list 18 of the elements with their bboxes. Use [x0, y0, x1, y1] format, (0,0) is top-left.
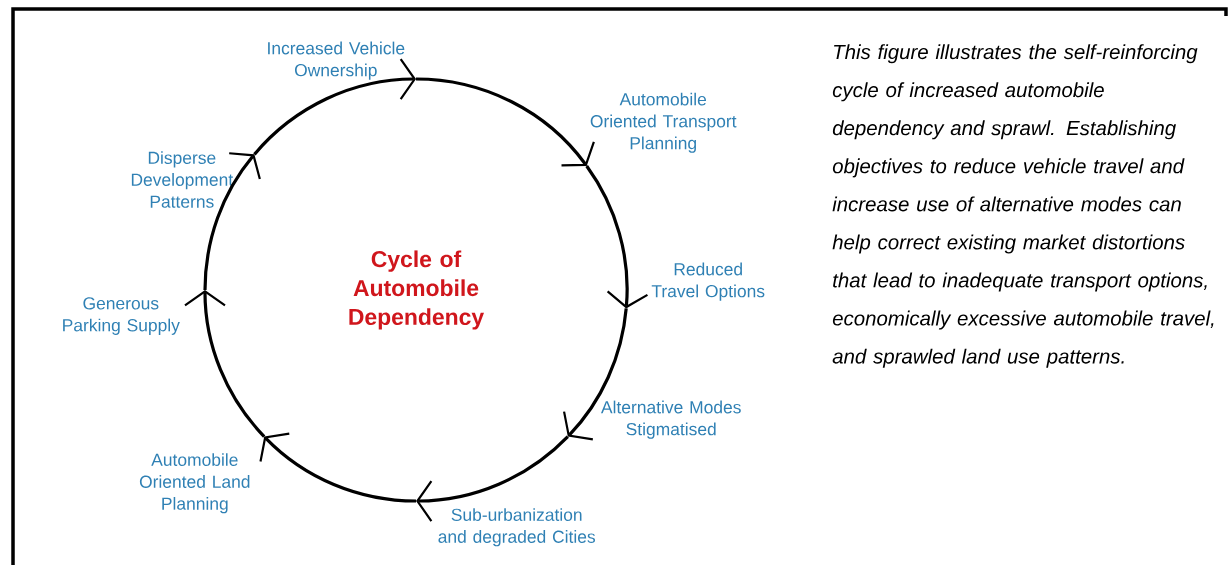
stage-label: Increased Vehicle Ownership: [268, 41, 405, 80]
stage-label: Sub-urbanization and degraded Cities: [438, 508, 596, 547]
arrow: [184, 290, 266, 438]
stage-label: Alternative Modes Stigmatised: [601, 400, 741, 439]
arrow: [416, 435, 569, 522]
stage-label: Reduced Travel Options: [651, 262, 765, 301]
arrow: [203, 152, 261, 291]
stage-label: Automobile Oriented Transport Planning: [590, 92, 737, 153]
stage-label: Disperse Development Patterns: [131, 151, 233, 208]
stage-label: Automobile Oriented Land Planning: [139, 453, 250, 514]
arrow: [415, 77, 595, 167]
arrow: [259, 432, 417, 503]
cycle-title: Cycle of Automobile Dependency: [349, 250, 484, 330]
description-text: This figure illustrates the self-reinforcing cycle of increased automobile dependency and sprawl. Establishing objectives to reduce vehicle travel and increase use of alternative modes can help correct existing market distortions that lead to inadequate transport options, economically excessive automobile travel, and sprawled land use patterns.: [832, 44, 1214, 368]
stage-label: Generous Parking Supply: [63, 297, 180, 335]
arrow: [253, 58, 417, 156]
arrow: [563, 308, 628, 441]
arrow: [585, 165, 648, 309]
